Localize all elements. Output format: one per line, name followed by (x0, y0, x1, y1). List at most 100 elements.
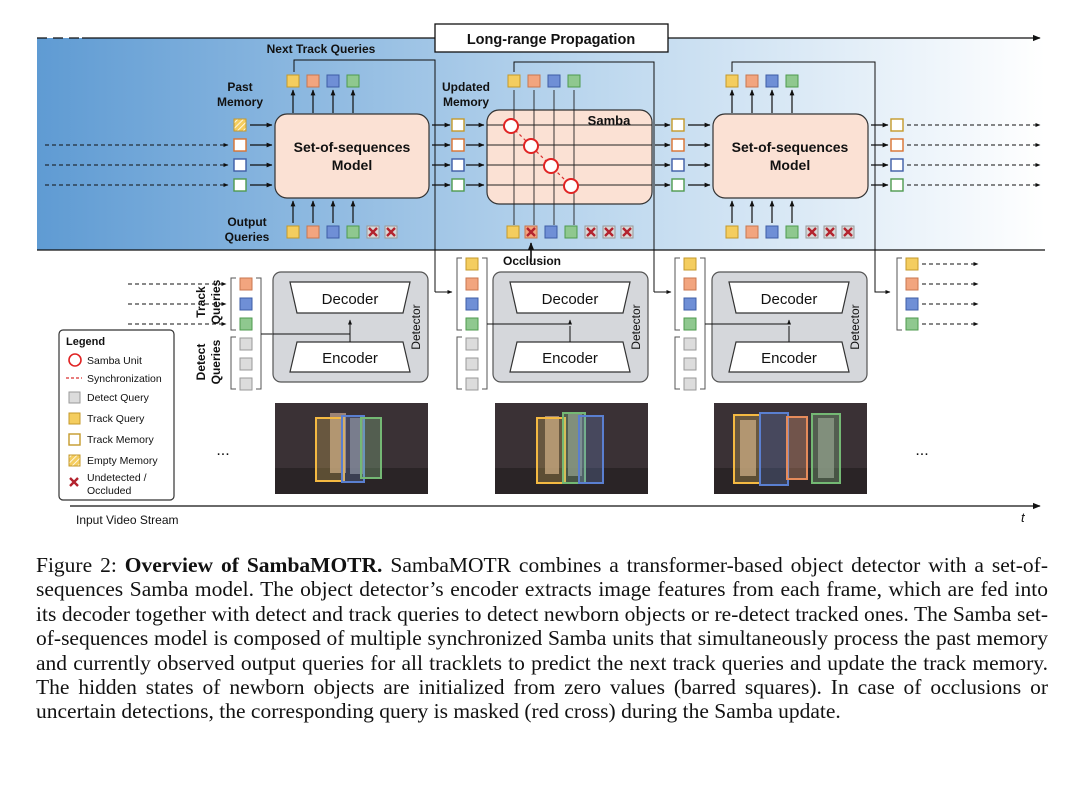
encoder-3 (728, 341, 850, 373)
encoder-label: Encoder (542, 350, 598, 367)
samba-unit (503, 118, 519, 134)
next-track-query (346, 74, 360, 88)
legend-item: Track Query (87, 413, 145, 425)
detect-query (683, 337, 697, 351)
track-memory-square (890, 118, 904, 132)
decoder-label: Decoder (542, 291, 599, 308)
encoder-label: Encoder (322, 350, 378, 367)
caption-body: SambaMOTR combines a transformer-based o… (36, 553, 1048, 724)
next-track-query (567, 74, 581, 88)
detect-query (465, 377, 479, 391)
decoder-3 (728, 281, 850, 314)
sos-model-label-1: Set-of-sequences (294, 139, 411, 155)
output-query (286, 225, 300, 239)
figure-caption: Figure 2: Overview of SambaMOTR. SambaMO… (36, 553, 1048, 724)
legend-item: Undetected / (87, 472, 147, 484)
undetected-cross-icon (584, 225, 598, 239)
sos-model-label-1: Set-of-sequences (732, 139, 849, 155)
next-track-query (507, 74, 521, 88)
detect-query (239, 377, 253, 391)
legend-item: Synchronization (87, 373, 162, 385)
next-track-query (745, 74, 759, 88)
track-query (465, 277, 479, 291)
next-track-query (785, 74, 799, 88)
sos-model-label-2: Model (770, 157, 810, 173)
detector-label: Detector (629, 304, 643, 349)
track-query (683, 277, 697, 291)
output-query (506, 225, 520, 239)
output-query (326, 225, 340, 239)
next-track-query (306, 74, 320, 88)
next-track-query (527, 74, 541, 88)
undetected-cross-icon (384, 225, 398, 239)
detect-query (239, 357, 253, 371)
samba-motr-figure: Long-range Propagation Next Track Querie… (37, 23, 1045, 527)
next-track-query (286, 74, 300, 88)
output-query (564, 225, 578, 239)
detect-query (239, 337, 253, 351)
long-range-propagation-label: Long-range Propagation (467, 32, 635, 48)
track-memory-icon (68, 433, 81, 446)
track-query (465, 257, 479, 271)
undetected-cross-icon (69, 477, 79, 487)
next-track-query (547, 74, 561, 88)
samba-unit-icon (68, 353, 82, 367)
output-query (785, 225, 799, 239)
undetected-cross-icon (602, 225, 616, 239)
encoder-2 (509, 341, 631, 373)
output-query (346, 225, 360, 239)
detect-query (683, 377, 697, 391)
time-axis-label: t (1021, 510, 1026, 525)
track-memory-square (890, 138, 904, 152)
undetected-cross-icon (366, 225, 380, 239)
detect-queries-label-2: Queries (209, 339, 223, 384)
detector-label: Detector (848, 304, 862, 349)
track-query (465, 297, 479, 311)
video-frame-1 (275, 403, 428, 494)
samba-unit (523, 138, 539, 154)
legend-item: Track Memory (87, 434, 154, 446)
track-query-icon (68, 412, 81, 425)
decoder-2 (509, 281, 631, 314)
samba-unit (543, 158, 559, 174)
track-memory-square (671, 178, 685, 192)
track-query (239, 277, 253, 291)
encoder-label: Encoder (761, 350, 817, 367)
track-query (239, 317, 253, 331)
detector-label: Detector (409, 304, 423, 349)
track-memory-square (233, 178, 247, 192)
occlusion-label: Occlusion (503, 254, 561, 268)
decoder-label: Decoder (322, 291, 379, 308)
ellipsis-right: ... (915, 442, 928, 459)
output-query (725, 225, 739, 239)
track-memory-square (451, 158, 465, 172)
occluded-cross-icon (524, 225, 538, 239)
next-track-query (765, 74, 779, 88)
video-frame-3 (714, 403, 867, 494)
track-memory-square (671, 118, 685, 132)
track-query (239, 297, 253, 311)
past-memory-label-1: Past (227, 80, 252, 94)
synchronization-line (510, 125, 572, 187)
next-track-query (326, 74, 340, 88)
legend-item: Occluded (87, 485, 132, 497)
undetected-cross-icon (620, 225, 634, 239)
track-memory-square (451, 178, 465, 192)
next-track-query (725, 74, 739, 88)
set-of-sequences-model-3 (712, 113, 869, 199)
output-query (765, 225, 779, 239)
track-queries-label-2: Queries (209, 279, 223, 324)
track-query (683, 257, 697, 271)
input-video-stream-label: Input Video Stream (76, 513, 179, 527)
undetected-cross-icon (823, 225, 837, 239)
undetected-cross-icon (805, 225, 819, 239)
track-query (905, 277, 919, 291)
output-query (306, 225, 320, 239)
samba-unit (563, 178, 579, 194)
track-query (905, 297, 919, 311)
long-range-propagation-box (434, 23, 669, 53)
legend-title: Legend (66, 336, 105, 348)
video-frame-2 (495, 403, 648, 494)
track-memory-square (451, 118, 465, 132)
empty-memory-square (233, 118, 247, 132)
